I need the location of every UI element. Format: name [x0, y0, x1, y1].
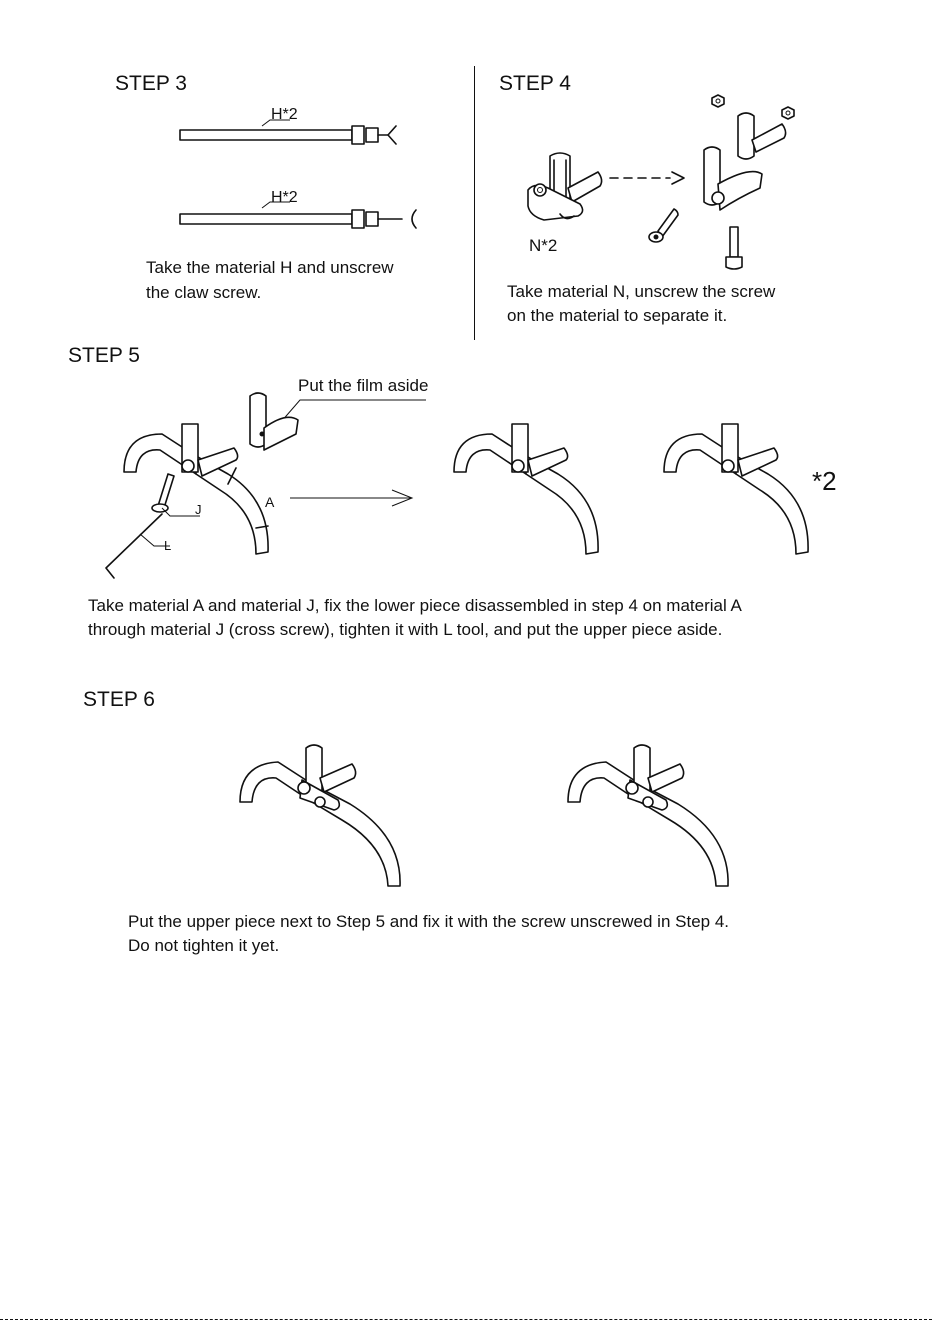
- step-5-direction-arrow: [290, 489, 414, 507]
- step-5-multiplier: *2: [812, 466, 837, 496]
- upper-piece-set-aside-illustration: [249, 392, 299, 451]
- step-4-label: N*2: [529, 236, 558, 255]
- step-6-caption-line-2: Do not tighten it yet.: [128, 936, 280, 955]
- step-4-caption-line-1: Take material N, unscrew the screw: [507, 282, 776, 301]
- handlebar-with-upper-piece-illustration-1: [239, 744, 401, 887]
- handlebar-assembled-illustration-2: [663, 423, 809, 555]
- step-4-caption-line-2: on the material to separate it.: [507, 306, 728, 325]
- material-n-separated-illustration: [703, 94, 795, 211]
- material-n-bolt-illustration: [725, 226, 743, 270]
- step-5-caption-line-1: Take material A and material J, fix the …: [88, 596, 742, 615]
- page-bottom-border: [0, 1319, 932, 1320]
- separation-arrow: [609, 171, 685, 185]
- step-5-label-l: L: [164, 538, 172, 553]
- step-5-label-j: J: [195, 502, 202, 517]
- handlebar-assembled-illustration-1: [453, 423, 599, 555]
- step-3-title: STEP 3: [115, 72, 187, 95]
- material-h-rod-top-illustration: [179, 119, 397, 145]
- step-6-caption-line-1: Put the upper piece next to Step 5 and f…: [128, 912, 730, 931]
- step-3-caption-line-1: Take the material H and unscrew: [146, 258, 394, 277]
- step-5-callout: Put the film aside: [298, 376, 429, 395]
- step-5-label-a: A: [265, 494, 275, 510]
- material-a-handlebar-step5-illustration: [123, 423, 269, 555]
- handlebar-with-upper-piece-illustration-2: [567, 744, 729, 887]
- material-h-rod-bottom-illustration: [179, 201, 417, 229]
- step-3-label-top: H*2: [271, 106, 298, 123]
- step-3-caption-line-2: the claw screw.: [146, 283, 262, 302]
- material-n-assembled-illustration: [527, 152, 603, 221]
- step-4-title: STEP 4: [499, 72, 571, 95]
- column-divider: [474, 66, 475, 340]
- step-6-title: STEP 6: [83, 688, 155, 711]
- material-n-screw-illustration: [648, 208, 679, 243]
- step-5-title: STEP 5: [68, 344, 140, 367]
- step-5-caption-line-2: through material J (cross screw), tighte…: [88, 620, 723, 639]
- tool-l-and-screw-j-illustration: [105, 473, 200, 579]
